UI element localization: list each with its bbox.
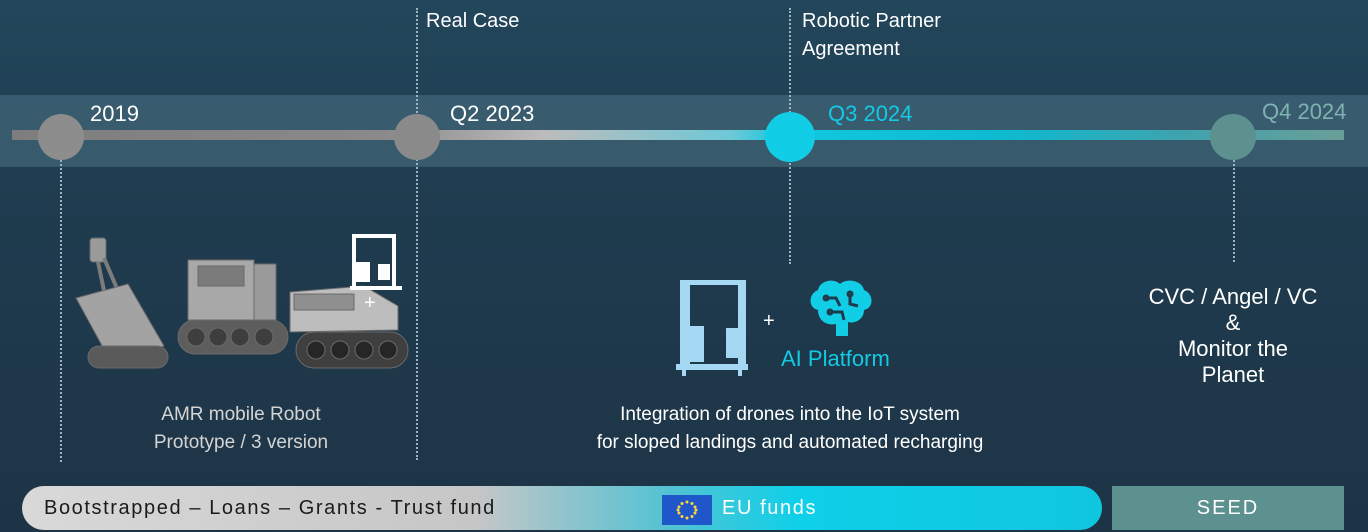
ai-plus-sign: + [763,310,775,332]
guide-q2-2023 [416,8,418,460]
funding-seed-label: SEED [1196,497,1260,519]
amr-caption-line2: Prototype / 3 version [153,432,329,453]
amr-plus-sign: + [364,292,376,314]
funding-target-line3: Monitor the [1177,336,1289,361]
funding-eu-label: EU funds [722,497,818,519]
docking-station-icon-small [350,234,402,290]
funding-bootstrap-label: Bootstrapped – Loans – Grants - Trust fu… [44,497,496,519]
milestone-node-q3-2024 [765,112,815,162]
amr-robots-image [75,237,409,369]
ai-desc-line2: for sloped landings and automated rechar… [596,432,984,453]
amr-caption-line1: AMR mobile Robot [161,404,321,425]
funding-target-line2: & [1225,310,1241,335]
eu-flag-icon [662,495,712,525]
event-real-case: Real Case [426,10,520,32]
timeline-line [12,130,1344,140]
milestone-node-2019 [38,114,84,160]
milestone-date-2019: 2019 [90,101,139,126]
funding-bar [22,486,1102,530]
milestone-node-q4-2024 [1210,114,1256,160]
milestone-date-q3-2024: Q3 2024 [828,101,913,126]
ai-desc-line1: Integration of drones into the IoT syste… [620,404,960,425]
event-robotic-partner-line1: Robotic Partner [802,10,941,32]
milestone-date-q2-2023: Q2 2023 [450,101,535,126]
funding-target-line1: CVC / Angel / VC [1148,284,1318,309]
brain-icon [810,280,872,336]
event-robotic-partner-line2: Agreement [802,38,900,60]
milestone-date-q4-2024: Q4 2024 [1262,99,1347,124]
ai-platform-label: AI Platform [781,346,890,371]
funding-target-line4: Planet [1201,362,1265,387]
milestone-node-q2-2023 [394,114,440,160]
guide-q4-2024 [1233,140,1235,262]
seed-box [1112,486,1344,530]
guide-2019 [60,140,62,462]
docking-station-icon [676,280,748,376]
